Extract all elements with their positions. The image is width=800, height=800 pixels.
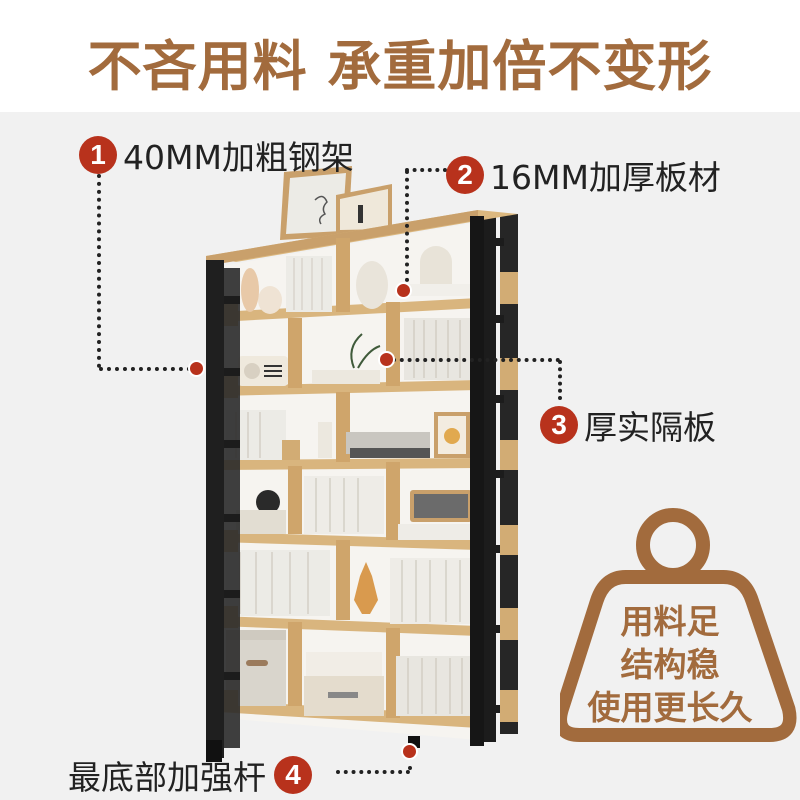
leader-line-4-horizontal [336,770,410,774]
leader-line-2-vertical [405,170,409,282]
leader-line-1-horizontal [99,367,191,371]
weight-icon [560,508,797,742]
badge-line-2: 结构稳 [620,645,720,684]
shelf-dividers [288,238,400,718]
callout-1: 1 40MM加粗钢架 [79,131,354,179]
badge-line-1: 用料足 [620,602,720,641]
leader-line-3-horizontal [392,358,560,362]
picture-frames [280,166,392,240]
marker-pin-4 [401,743,418,760]
leader-line-2-horizontal [405,168,447,172]
callout-text-3: 厚实隔板 [584,408,716,447]
leader-line-1-vertical [97,174,101,368]
callout-number-3: 3 [540,406,578,444]
top-banner [0,0,800,112]
leader-line-3-vertical [558,360,562,400]
callout-3: 3 厚实隔板 [540,401,716,449]
callout-text-2: 16MM加厚板材 [490,158,721,197]
callout-text-4: 最底部加强杆 [68,758,266,797]
callout-2: 2 16MM加厚板材 [446,151,721,199]
callout-4: 4 最底部加强杆 [68,751,312,799]
weight-badge-text: 用料足 结构稳 使用更长久 [558,600,782,729]
marker-pin-1 [188,360,205,377]
callout-number-4: 4 [274,756,312,794]
callout-number-2: 2 [446,156,484,194]
headline: 不吝用料 承重加倍不变形 [87,35,713,98]
leader-line-4-vertical [408,756,412,770]
right-front-leg [470,216,484,746]
marker-pin-2 [395,282,412,299]
callout-number-1: 1 [79,136,117,174]
badge-line-3: 使用更长久 [587,688,753,727]
marker-pin-3 [378,351,395,368]
callout-text-1: 40MM加粗钢架 [123,138,354,177]
left-steel-frame [206,260,240,762]
decor-objects [226,246,472,716]
